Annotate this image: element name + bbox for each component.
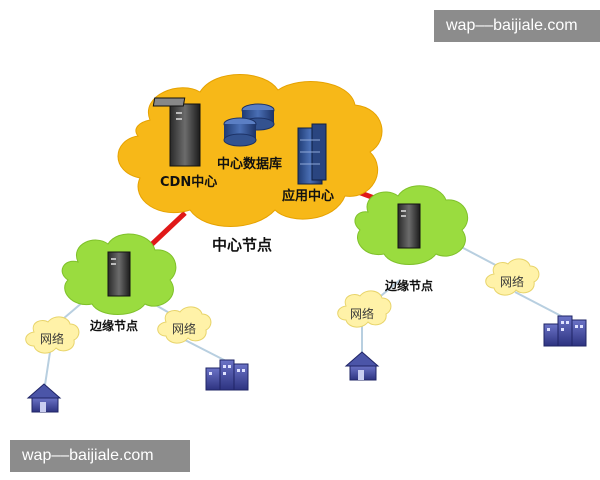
watermark-top: wap––baijiale.com	[434, 10, 600, 42]
cdn-server-icon	[152, 97, 201, 167]
network-cloud-left-a	[25, 316, 80, 354]
center-cloud	[117, 74, 383, 227]
left-edge-label: 边缘节点	[89, 318, 138, 333]
cdn-label: CDN中心	[160, 174, 217, 190]
network-label-right-a: 网络	[350, 306, 374, 321]
left-edge-server-icon	[107, 251, 131, 297]
house-icon-right	[344, 351, 380, 381]
db-label: 中心数据库	[217, 156, 282, 172]
center-node-label: 中心节点	[212, 236, 272, 254]
buildings-icon-left	[205, 359, 249, 391]
house-icon-left	[26, 383, 62, 413]
app-server-icon	[297, 123, 327, 185]
database-icon	[223, 103, 275, 147]
network-cloud-left-b	[157, 306, 212, 344]
network-cloud-right-a	[337, 290, 392, 328]
network-label-left-a: 网络	[40, 331, 64, 346]
app-label: 应用中心	[282, 188, 334, 204]
network-label-left-b: 网络	[172, 321, 196, 336]
network-label-right-b: 网络	[500, 274, 524, 289]
watermark-bottom: wap––baijiale.com	[10, 440, 190, 472]
right-edge-label: 边缘节点	[384, 278, 433, 293]
right-edge-server-icon	[397, 203, 421, 249]
buildings-icon-right	[543, 315, 587, 347]
network-cloud-right-b	[485, 258, 540, 296]
